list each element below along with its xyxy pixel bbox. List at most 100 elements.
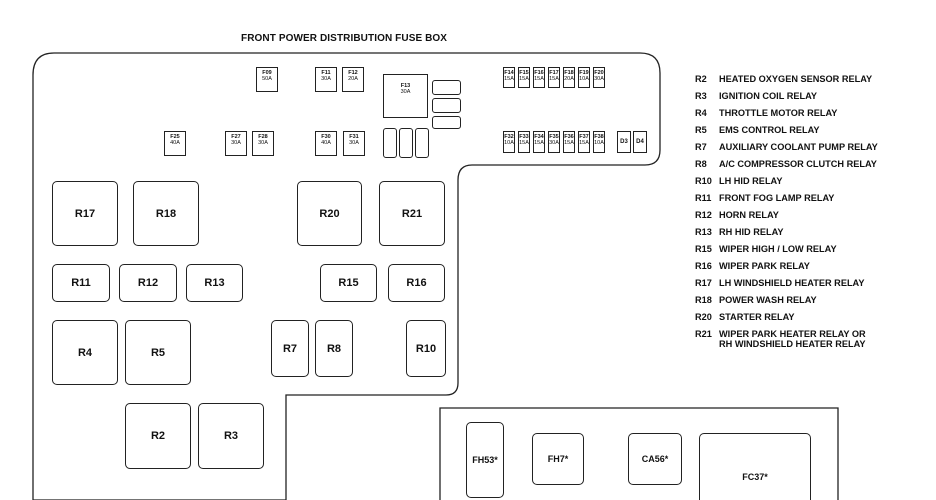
relay-r21: R21 — [379, 181, 445, 246]
legend-item: R12 HORN RELAY — [695, 207, 878, 224]
relay-r16: R16 — [388, 264, 445, 302]
relay-r8: R8 — [315, 320, 353, 377]
legend-code: R20 — [695, 312, 712, 322]
legend-description: WIPER HIGH / LOW RELAY — [719, 244, 837, 254]
relay-r20: R20 — [297, 181, 362, 246]
relay-r7: R7 — [271, 320, 309, 377]
connector-fh7: FH7* — [532, 433, 584, 485]
legend-code: R7 — [695, 142, 707, 152]
diode-d4: D4 — [633, 131, 647, 153]
legend-code: R12 — [695, 210, 712, 220]
legend-description: LH HID RELAY — [719, 176, 783, 186]
connector-fc37: FC37* — [699, 433, 811, 500]
legend-item: R3 IGNITION COIL RELAY — [695, 88, 878, 105]
legend-code: R17 — [695, 278, 712, 288]
legend-item: R21 WIPER PARK HEATER RELAY OR RH WINDSHI… — [695, 326, 878, 349]
legend-item: R10 LH HID RELAY — [695, 173, 878, 190]
legend-description: LH WINDSHIELD HEATER RELAY — [719, 278, 865, 288]
relay-r17: R17 — [52, 181, 118, 246]
legend-code: R4 — [695, 108, 707, 118]
relay-r3: R3 — [198, 403, 264, 469]
legend-item: R8 A/C COMPRESSOR CLUTCH RELAY — [695, 156, 878, 173]
legend-description: FRONT FOG LAMP RELAY — [719, 193, 835, 203]
diagram-title: FRONT POWER DISTRIBUTION FUSE BOX — [241, 33, 448, 44]
relay-r15: R15 — [320, 264, 377, 302]
spare-slot-horizontal — [432, 80, 461, 95]
legend-item: R16 WIPER PARK RELAY — [695, 258, 878, 275]
legend-description: A/C COMPRESSOR CLUTCH RELAY — [719, 159, 877, 169]
relay-r13: R13 — [186, 264, 243, 302]
legend-item: R18 POWER WASH RELAY — [695, 292, 878, 309]
legend-code: R21 — [695, 329, 712, 339]
legend-description: WIPER PARK HEATER RELAY OR RH WINDSHIELD… — [719, 329, 866, 349]
legend-item: R20 STARTER RELAY — [695, 309, 878, 326]
legend-item: R4 THROTTLE MOTOR RELAY — [695, 105, 878, 122]
legend-description: POWER WASH RELAY — [719, 295, 817, 305]
connector-fh53: FH53* — [466, 422, 504, 498]
relay-r11: R11 — [52, 264, 110, 302]
legend-item: R2 HEATED OXYGEN SENSOR RELAY — [695, 71, 878, 88]
legend-code: R10 — [695, 176, 712, 186]
legend-item: R15 WIPER HIGH / LOW RELAY — [695, 241, 878, 258]
legend-description: THROTTLE MOTOR RELAY — [719, 108, 838, 118]
spare-slot-vertical — [415, 128, 429, 158]
legend-code: R2 — [695, 74, 707, 84]
legend-code: R13 — [695, 227, 712, 237]
legend-code: R5 — [695, 125, 707, 135]
legend-item: R13 RH HID RELAY — [695, 224, 878, 241]
legend-description: RH HID RELAY — [719, 227, 784, 237]
relay-r2: R2 — [125, 403, 191, 469]
legend-description: AUXILIARY COOLANT PUMP RELAY — [719, 142, 878, 152]
legend-code: R11 — [695, 193, 712, 203]
legend-item: R7 AUXILIARY COOLANT PUMP RELAY — [695, 139, 878, 156]
legend-code: R8 — [695, 159, 707, 169]
relay-legend: R2 HEATED OXYGEN SENSOR RELAY R3 IGNITION C… — [695, 71, 878, 349]
spare-slot-vertical — [383, 128, 397, 158]
connector-ca56: CA56* — [628, 433, 682, 485]
legend-description: WIPER PARK RELAY — [719, 261, 810, 271]
legend-item: R11 FRONT FOG LAMP RELAY — [695, 190, 878, 207]
relay-r18: R18 — [133, 181, 199, 246]
legend-code: R18 — [695, 295, 712, 305]
spare-slot-horizontal — [432, 98, 461, 113]
relay-r4: R4 — [52, 320, 118, 385]
relay-r5: R5 — [125, 320, 191, 385]
connector-panel-outline — [439, 407, 839, 500]
legend-item: R5 EMS CONTROL RELAY — [695, 122, 878, 139]
spare-slot-horizontal — [432, 116, 461, 129]
legend-item: R17 LH WINDSHIELD HEATER RELAY — [695, 275, 878, 292]
legend-description: HEATED OXYGEN SENSOR RELAY — [719, 74, 873, 84]
legend-code: R15 — [695, 244, 712, 254]
legend-description: HORN RELAY — [719, 210, 779, 220]
legend-description: EMS CONTROL RELAY — [719, 125, 820, 135]
relay-r12: R12 — [119, 264, 177, 302]
spare-slot-vertical — [399, 128, 413, 158]
diode-d3: D3 — [617, 131, 631, 153]
legend-description: IGNITION COIL RELAY — [719, 91, 818, 101]
legend-description: STARTER RELAY — [719, 312, 795, 322]
legend-code: R3 — [695, 91, 707, 101]
legend-code: R16 — [695, 261, 712, 271]
relay-r10: R10 — [406, 320, 446, 377]
